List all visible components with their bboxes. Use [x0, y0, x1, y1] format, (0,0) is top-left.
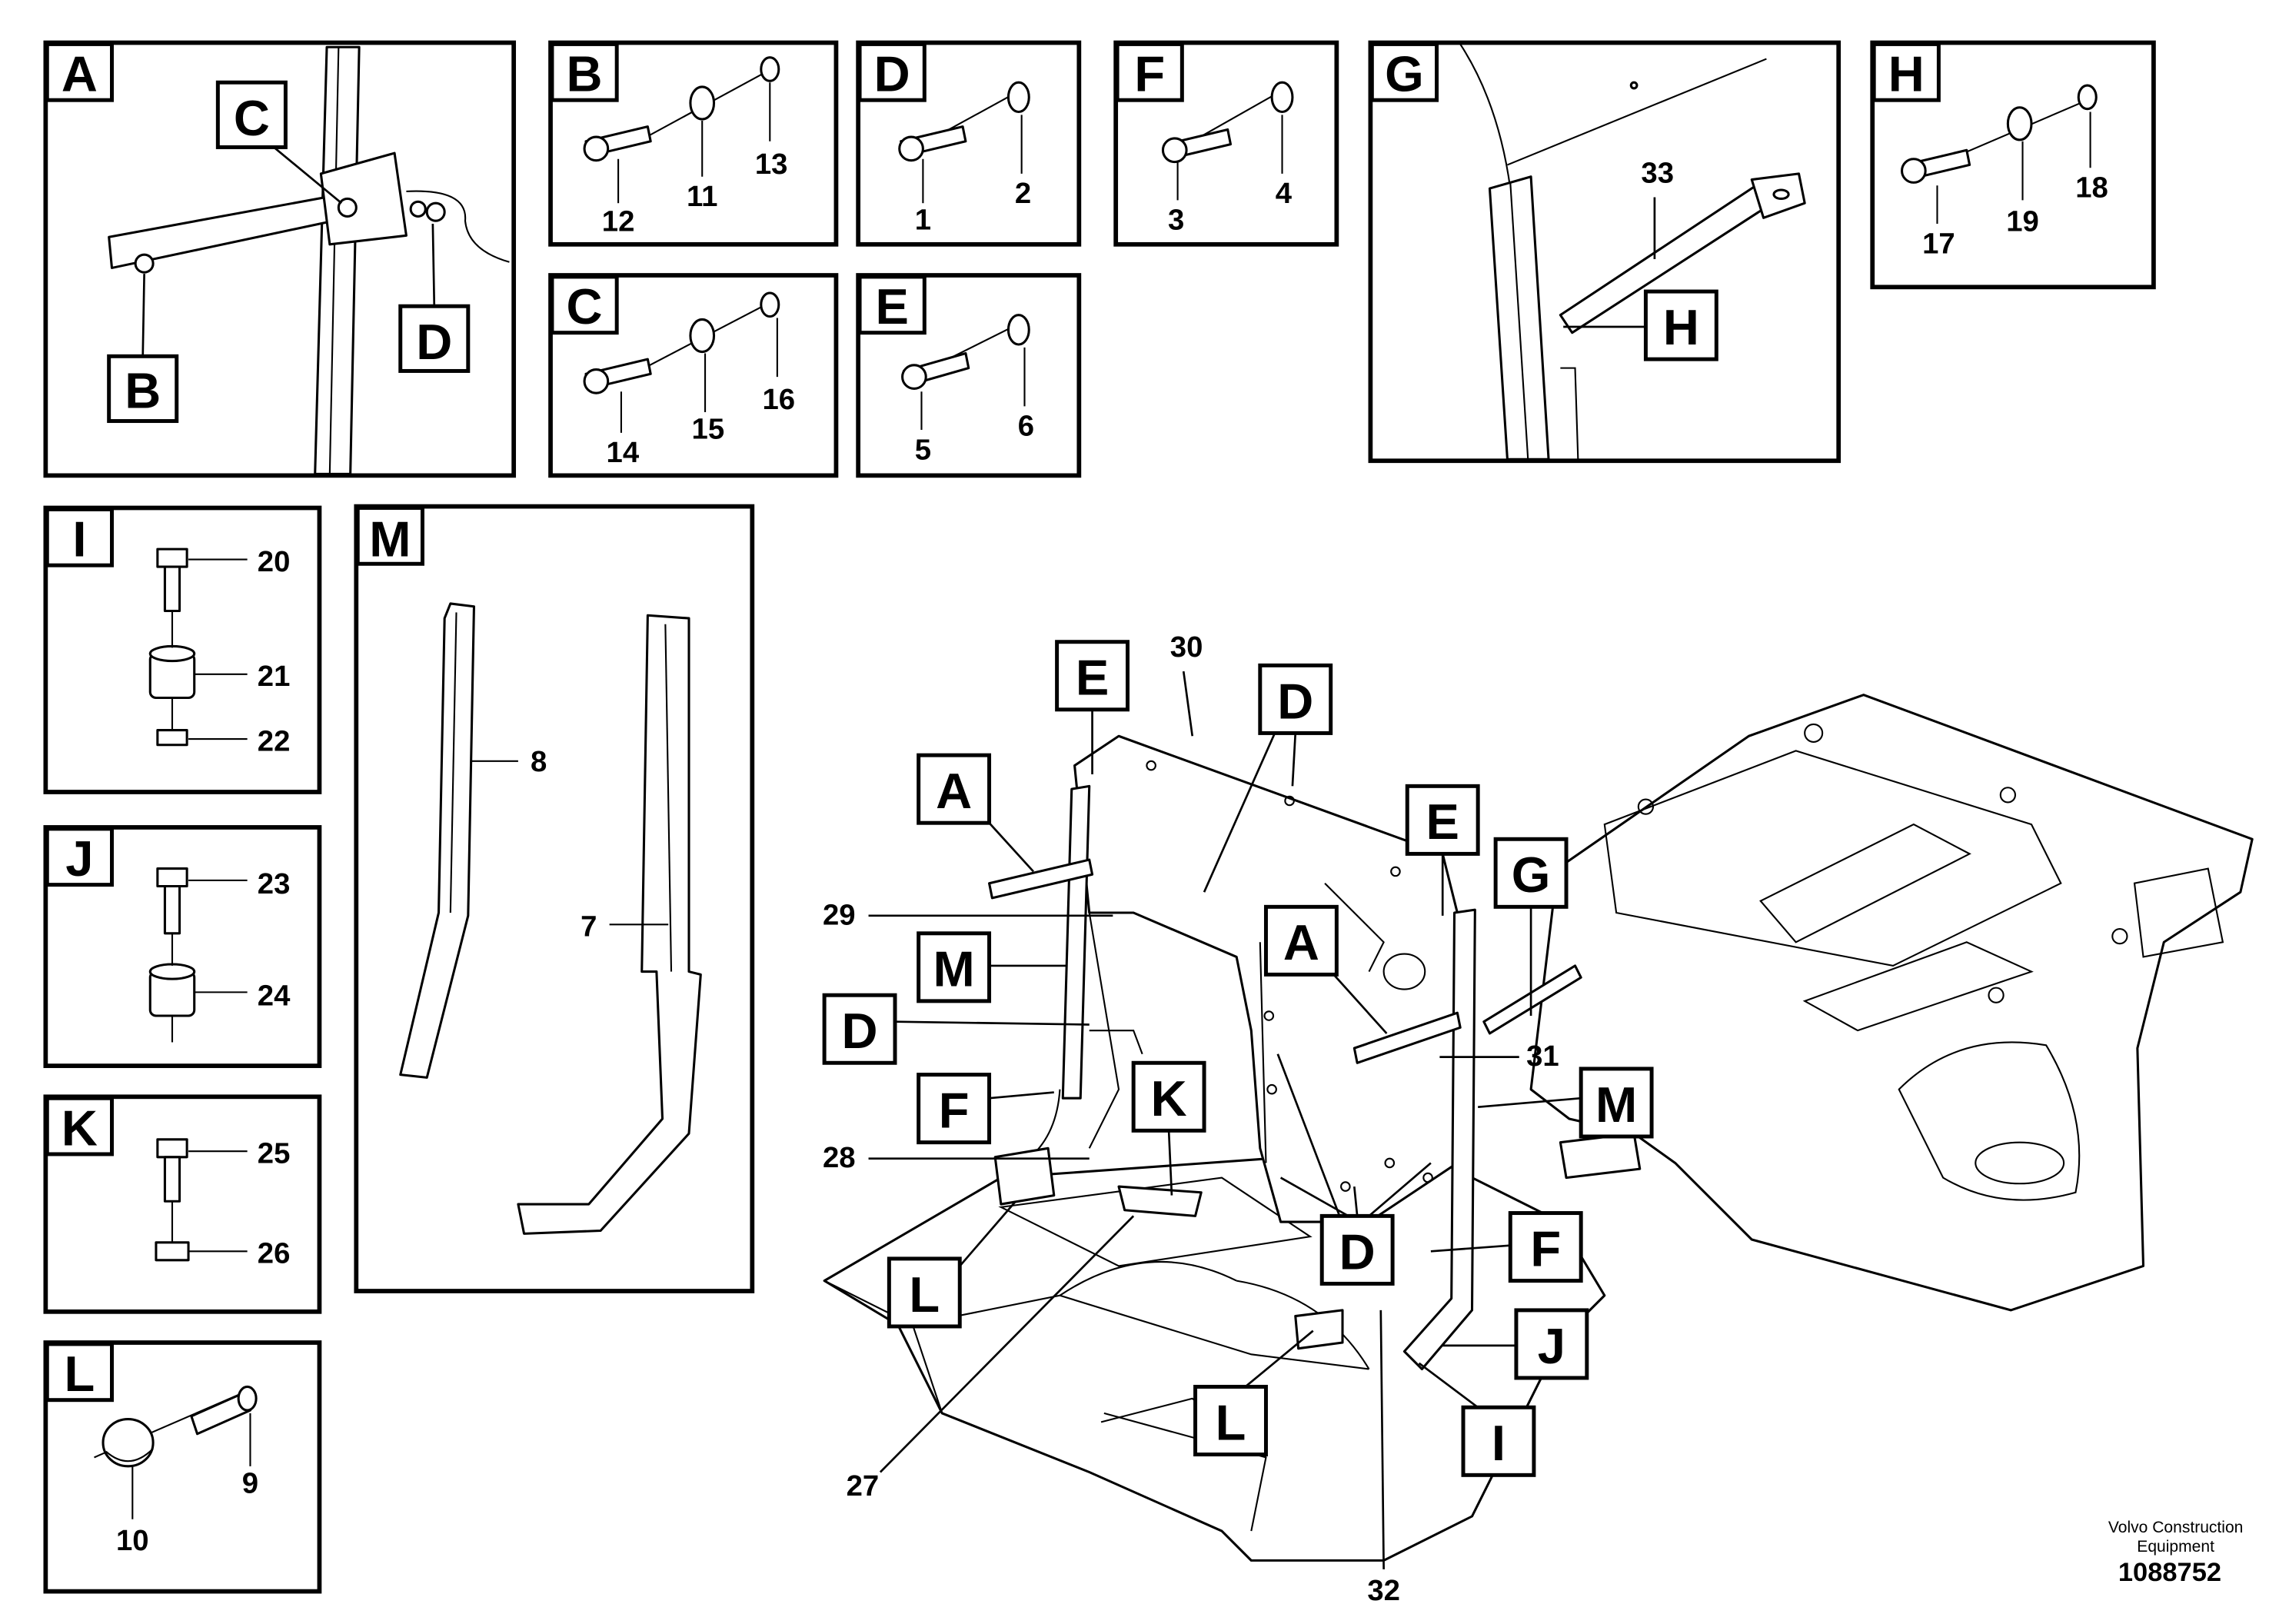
panel-i-tag: I	[72, 511, 86, 567]
part-number-17: 17	[1922, 227, 1955, 260]
panel-h: H 17 19 18	[1870, 40, 2156, 290]
part-number-33: 33	[1641, 156, 1674, 189]
panel-f: F 3 4	[1113, 40, 1339, 247]
part-number-21: 21	[258, 660, 291, 693]
panel-k: K 25 26	[43, 1094, 322, 1314]
main-assembly	[823, 694, 2254, 1562]
part-number-29: 29	[823, 898, 856, 931]
footer: Volvo Construction Equipment 1088752	[2108, 1519, 2244, 1587]
panel-d: D 1 2	[856, 40, 1082, 247]
panel-b-tag: B	[567, 46, 603, 102]
part-number-22: 22	[258, 724, 291, 757]
part-number-27: 27	[847, 1469, 880, 1503]
callout-i: I	[1492, 1415, 1505, 1471]
panel-j: J 23 24	[43, 825, 322, 1068]
callout-e-right: E	[1426, 794, 1459, 850]
company-name-line-1: Volvo Construction	[2108, 1519, 2244, 1536]
panel-f-tag: F	[1134, 46, 1165, 102]
panel-g-callout-h: H	[1663, 299, 1699, 355]
part-number-31: 31	[1526, 1040, 1559, 1073]
panel-a-callout-b: B	[125, 362, 161, 418]
panel-e: E 5 6	[856, 273, 1082, 478]
part-number-3: 3	[1168, 204, 1184, 237]
part-number-20: 20	[258, 545, 291, 578]
callout-l: L	[909, 1266, 940, 1323]
panel-k-tag: K	[62, 1100, 98, 1156]
panel-m: M 8 7	[354, 504, 755, 1293]
part-number-11: 11	[687, 180, 717, 213]
panel-a-callout-c: C	[234, 90, 270, 146]
callout-l-right: L	[1216, 1394, 1246, 1450]
part-number-32: 32	[1367, 1574, 1400, 1607]
part-number-6: 6	[1018, 410, 1034, 443]
callout-g: G	[1512, 847, 1551, 903]
panel-m-tag: M	[369, 511, 411, 567]
part-number-4: 4	[1276, 177, 1293, 210]
callout-k: K	[1151, 1070, 1187, 1126]
panel-j-tag: J	[65, 830, 93, 887]
part-number-16: 16	[762, 383, 795, 416]
part-number-30: 30	[1170, 631, 1203, 664]
callout-a-right: A	[1283, 914, 1319, 970]
part-number-10: 10	[116, 1524, 149, 1557]
part-number-24: 24	[258, 980, 291, 1013]
panel-a: A C B D	[43, 40, 517, 478]
main-part-numbers: 30 29 28 27 31 32	[823, 631, 1559, 1607]
panel-h-tag: H	[1888, 46, 1925, 102]
callout-d-top: D	[1277, 673, 1313, 729]
callout-m-right: M	[1595, 1077, 1637, 1133]
panel-a-tag: A	[62, 46, 98, 102]
part-number-18: 18	[2075, 171, 2108, 205]
drawing-reference: 1088752	[2118, 1558, 2221, 1587]
callout-e: E	[1076, 650, 1109, 706]
callout-a: A	[936, 763, 972, 819]
panel-g: G 33 H	[1368, 40, 1842, 464]
part-number-12: 12	[602, 205, 635, 238]
panel-b: B 12 11 13	[548, 40, 839, 247]
part-number-26: 26	[258, 1237, 291, 1270]
part-number-25: 25	[258, 1136, 291, 1170]
part-number-15: 15	[692, 413, 725, 446]
panel-c: C 14 15 16	[548, 273, 839, 478]
panel-d-tag: D	[874, 46, 910, 102]
panel-l-tag: L	[65, 1346, 95, 1402]
callout-m: M	[933, 941, 974, 997]
part-number-1: 1	[915, 204, 931, 237]
callout-j: J	[1538, 1318, 1565, 1374]
part-number-7: 7	[581, 910, 597, 943]
part-number-9: 9	[242, 1466, 258, 1499]
callout-d-bottom: D	[1339, 1223, 1376, 1280]
company-name-line-2: Equipment	[2137, 1538, 2214, 1556]
part-number-23: 23	[258, 867, 291, 900]
callout-f-right: F	[1530, 1220, 1561, 1276]
part-number-2: 2	[1015, 177, 1031, 210]
panel-l: L 9 10	[43, 1340, 322, 1594]
part-number-14: 14	[607, 436, 640, 469]
panel-c-tag: C	[567, 278, 603, 334]
part-number-13: 13	[755, 148, 788, 181]
part-number-5: 5	[915, 433, 931, 466]
part-number-19: 19	[2006, 205, 2039, 238]
part-number-28: 28	[823, 1141, 856, 1174]
part-number-8: 8	[531, 745, 547, 778]
panel-a-callout-d: D	[416, 314, 452, 370]
callout-d: D	[842, 1003, 878, 1059]
panel-e-tag: E	[875, 278, 908, 334]
panel-i: I 20 21 22	[43, 505, 322, 794]
panel-g-tag: G	[1385, 46, 1424, 102]
main-callouts: E A M D F K L D E A	[822, 640, 1654, 1477]
callout-f: F	[939, 1083, 970, 1139]
